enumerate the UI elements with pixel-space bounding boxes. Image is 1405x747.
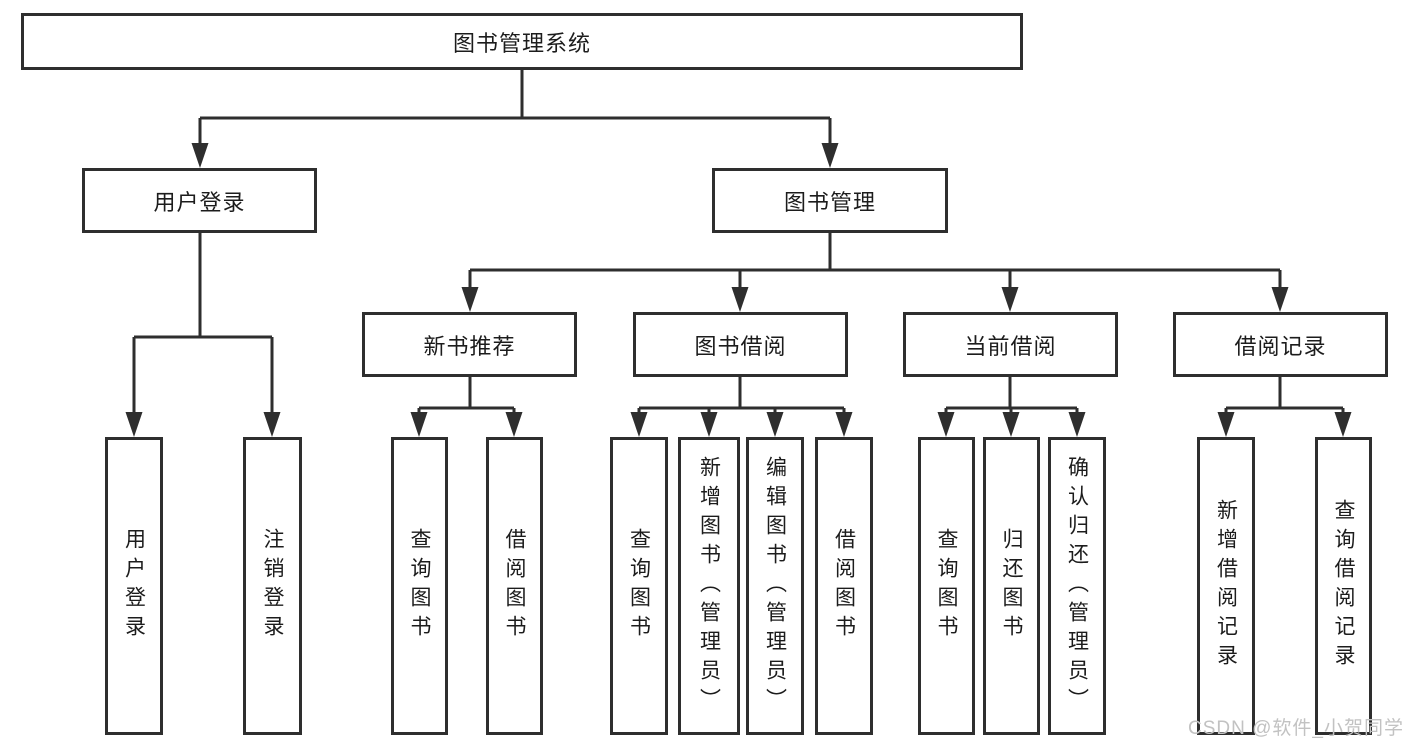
- leaf-logout: 注销登录: [243, 437, 302, 735]
- leaf-query-borrow-record: 查询借阅记录: [1315, 437, 1372, 735]
- arrowheads-user-login-children: [125, 412, 281, 437]
- node-user-login: 用户登录: [82, 168, 317, 233]
- arrowheads-current-borrow-children: [937, 412, 1086, 437]
- leaf-edit-books-admin: 编辑图书（管理员）: [746, 437, 804, 735]
- leaf-borrow-books-2: 借阅图书: [815, 437, 873, 735]
- leaf-logout-label: 注销登录: [261, 528, 284, 644]
- node-current-borrow-label: 当前借阅: [964, 333, 1057, 359]
- connector-root-to-level2: [198, 70, 832, 150]
- leaf-query-books-1: 查询图书: [391, 437, 448, 735]
- leaf-query-books-2: 查询图书: [610, 437, 668, 735]
- node-borrow-record: 借阅记录: [1173, 312, 1388, 377]
- leaf-edit-books-admin-label: 编辑图书（管理员）: [763, 455, 787, 717]
- arrowheads-level3: [461, 287, 1289, 312]
- leaf-confirm-return-admin-label: 确认归还（管理员）: [1065, 455, 1089, 717]
- leaf-query-borrow-record-label: 查询借阅记录: [1332, 499, 1355, 673]
- leaf-borrow-books-1: 借阅图书: [486, 437, 543, 735]
- leaf-query-books-3-label: 查询图书: [935, 528, 958, 644]
- node-root-system-label: 图书管理系统: [452, 30, 591, 56]
- leaf-user-login: 用户登录: [105, 437, 163, 735]
- leaf-query-books-3: 查询图书: [918, 437, 975, 735]
- leaf-add-books-admin-label: 新增图书（管理员）: [697, 455, 721, 717]
- arrowheads-new-book-children: [410, 412, 523, 437]
- leaf-borrow-books-1-label: 借阅图书: [503, 528, 526, 644]
- leaf-add-borrow-record: 新增借阅记录: [1197, 437, 1255, 735]
- node-user-login-label: 用户登录: [153, 189, 246, 215]
- arrowheads-level2: [191, 143, 839, 168]
- leaf-query-books-1-label: 查询图书: [408, 528, 431, 644]
- arrowheads-borrow-record-children: [1217, 412, 1352, 437]
- leaf-borrow-books-2-label: 借阅图书: [832, 528, 856, 644]
- node-borrow-record-label: 借阅记录: [1234, 333, 1327, 359]
- connector-user-login-children: [132, 233, 274, 420]
- arrowheads-book-borrow-children: [630, 412, 853, 437]
- node-new-book-recommend-label: 新书推荐: [423, 333, 516, 359]
- leaf-return-books-label: 归还图书: [1000, 528, 1023, 644]
- node-current-borrow: 当前借阅: [903, 312, 1118, 377]
- node-book-borrow: 图书借阅: [633, 312, 848, 377]
- leaf-add-books-admin: 新增图书（管理员）: [678, 437, 740, 735]
- connector-borrow-record-children: [1224, 377, 1345, 420]
- node-book-borrow-label: 图书借阅: [694, 333, 787, 359]
- leaf-return-books: 归还图书: [983, 437, 1040, 735]
- node-book-management-label: 图书管理: [783, 189, 876, 215]
- leaf-query-books-2-label: 查询图书: [627, 528, 651, 644]
- leaf-user-login-label: 用户登录: [122, 528, 146, 644]
- node-root-system: 图书管理系统: [21, 13, 1023, 70]
- leaf-add-borrow-record-label: 新增借阅记录: [1214, 499, 1238, 673]
- connector-new-book-children: [417, 377, 516, 420]
- leaf-confirm-return-admin: 确认归还（管理员）: [1048, 437, 1106, 735]
- node-book-management: 图书管理: [712, 168, 948, 233]
- connector-book-mgmt-to-level3: [468, 233, 1282, 294]
- connector-book-borrow-children: [637, 377, 846, 420]
- csdn-watermark: CSDN @软件_小贺同学: [1188, 718, 1404, 739]
- node-new-book-recommend: 新书推荐: [362, 312, 577, 377]
